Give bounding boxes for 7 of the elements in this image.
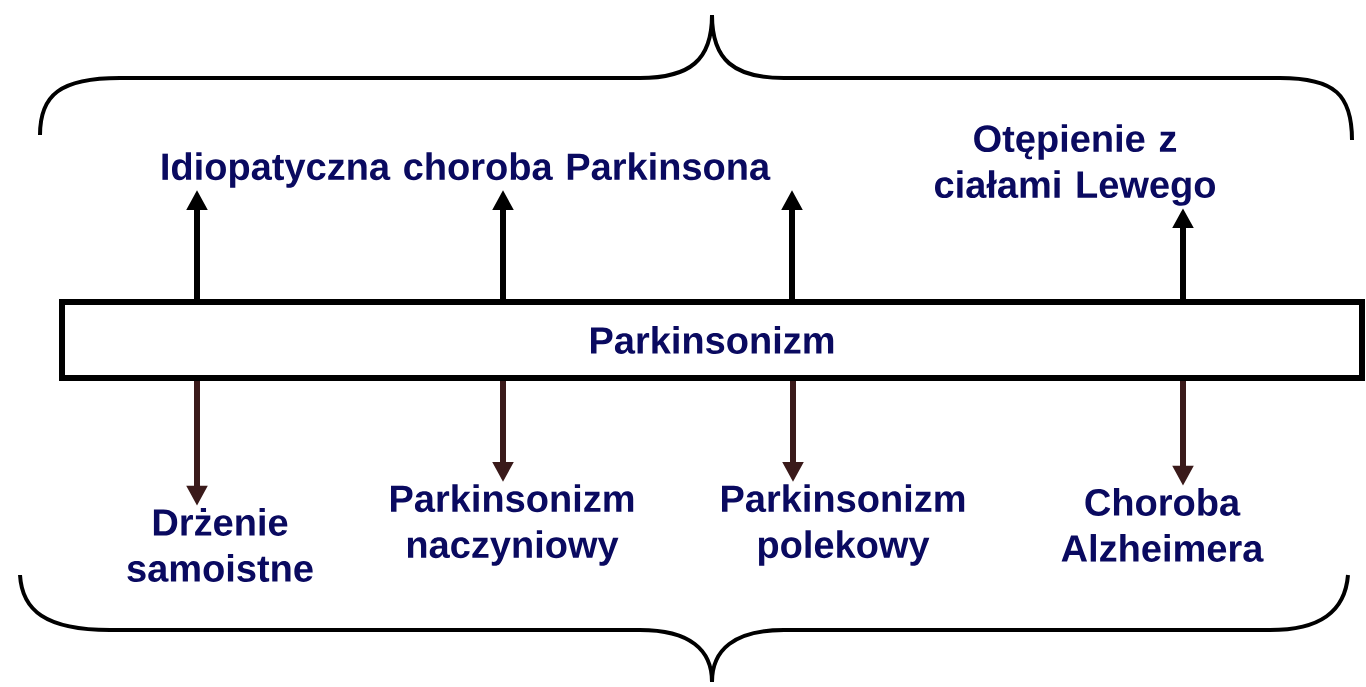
node-text: Drżenie samoistne	[127, 508, 313, 582]
process-box: Parkinsonizm	[59, 299, 1365, 381]
node-text: Choroba Alzheimera	[1061, 488, 1264, 562]
node-text: Otępienie z ciałami Lewego	[935, 124, 1215, 206]
node-text: Idiopatyczna choroba Parkinsona	[162, 152, 771, 188]
node-text: Parkinsonizm polekowy	[722, 484, 965, 566]
node-text: Parkinsonizm naczyniowy	[391, 484, 634, 566]
